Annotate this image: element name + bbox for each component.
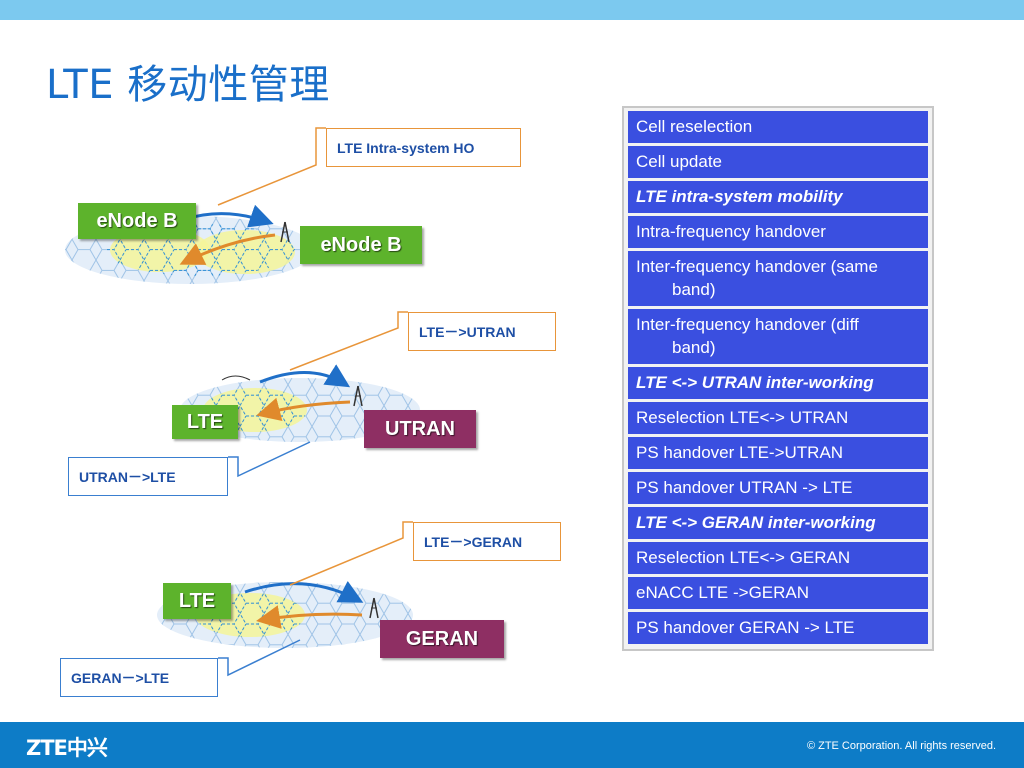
- table-row-label: Intra-frequency handover: [636, 222, 826, 241]
- footer-bar: ZTE中兴 © ZTE Corporation. All rights rese…: [0, 722, 1024, 768]
- table-section-header: LTE <-> UTRAN inter-working: [628, 367, 928, 399]
- table-row: PS handover LTE->UTRAN: [628, 437, 928, 469]
- cell-tower-icon: [353, 385, 363, 407]
- table-row: Reselection LTE<-> UTRAN: [628, 402, 928, 434]
- table-row-label: Inter-frequency handover (same: [636, 257, 878, 276]
- table-row-label: Reselection LTE<-> GERAN: [636, 548, 851, 567]
- table-row-label: LTE <-> UTRAN inter-working: [636, 373, 874, 392]
- table-row: Reselection LTE<-> GERAN: [628, 542, 928, 574]
- tag-utran: UTRAN: [364, 410, 476, 448]
- table-row-label: LTE <-> GERAN inter-working: [636, 513, 876, 532]
- table-row-label: PS handover LTE->UTRAN: [636, 443, 844, 462]
- tag-lte-utran-group: LTE: [172, 405, 238, 439]
- table-row-label: PS handover UTRAN -> LTE: [636, 478, 853, 497]
- cell-tower-icon: [280, 221, 290, 243]
- table-row-label-continuation: band): [672, 280, 716, 299]
- table-row-label: Cell reselection: [636, 117, 753, 136]
- table-row-label-continuation: band): [672, 338, 716, 357]
- table-section-header: LTE intra-system mobility: [628, 181, 928, 213]
- callout-intra-system-ho: LTE Intra-system HO: [326, 128, 521, 167]
- utran-cell-cluster: [180, 364, 420, 442]
- table-row-label: eNACC LTE ->GERAN: [636, 583, 810, 602]
- copyright-text: © ZTE Corporation. All rights reserved.: [806, 740, 996, 752]
- tag-enodeb-target: eNode B: [300, 226, 422, 264]
- top-band: [0, 0, 1024, 20]
- table-row-label: Cell update: [636, 152, 723, 171]
- table-row: Inter-frequency handover (diff band): [628, 309, 928, 364]
- callout-leaders: [217, 127, 413, 677]
- table-row: Cell update: [628, 146, 928, 178]
- table-row-label: Inter-frequency handover (diff: [636, 315, 859, 334]
- table-row-label: Reselection LTE<-> UTRAN: [636, 408, 849, 427]
- table-row: Inter-frequency handover (same band): [628, 251, 928, 306]
- cell-tower-icon: [369, 597, 379, 619]
- tag-enodeb-source: eNode B: [78, 203, 196, 239]
- callout-lte-to-utran: LTE－>UTRAN: [408, 312, 556, 351]
- zte-logo: ZTE中兴: [26, 736, 108, 760]
- table-row: PS handover UTRAN -> LTE: [628, 472, 928, 504]
- table-row: Cell reselection: [628, 111, 928, 143]
- callout-utran-to-lte: UTRAN－>LTE: [68, 457, 228, 496]
- callout-geran-to-lte: GERAN－>LTE: [60, 658, 218, 697]
- table-row-label: LTE intra-system mobility: [636, 187, 843, 206]
- table-row-label: PS handover GERAN -> LTE: [636, 618, 855, 637]
- table-section-header: LTE <-> GERAN inter-working: [628, 507, 928, 539]
- table-row: PS handover GERAN -> LTE: [628, 612, 928, 644]
- tag-geran: GERAN: [380, 620, 504, 658]
- callout-lte-to-geran: LTE－>GERAN: [413, 522, 561, 561]
- table-row: Intra-frequency handover: [628, 216, 928, 248]
- mobility-diagram: [65, 127, 420, 677]
- tag-lte-geran-group: LTE: [163, 583, 231, 619]
- table-row: eNACC LTE ->GERAN: [628, 577, 928, 609]
- page-title: LTE 移动性管理: [46, 62, 330, 108]
